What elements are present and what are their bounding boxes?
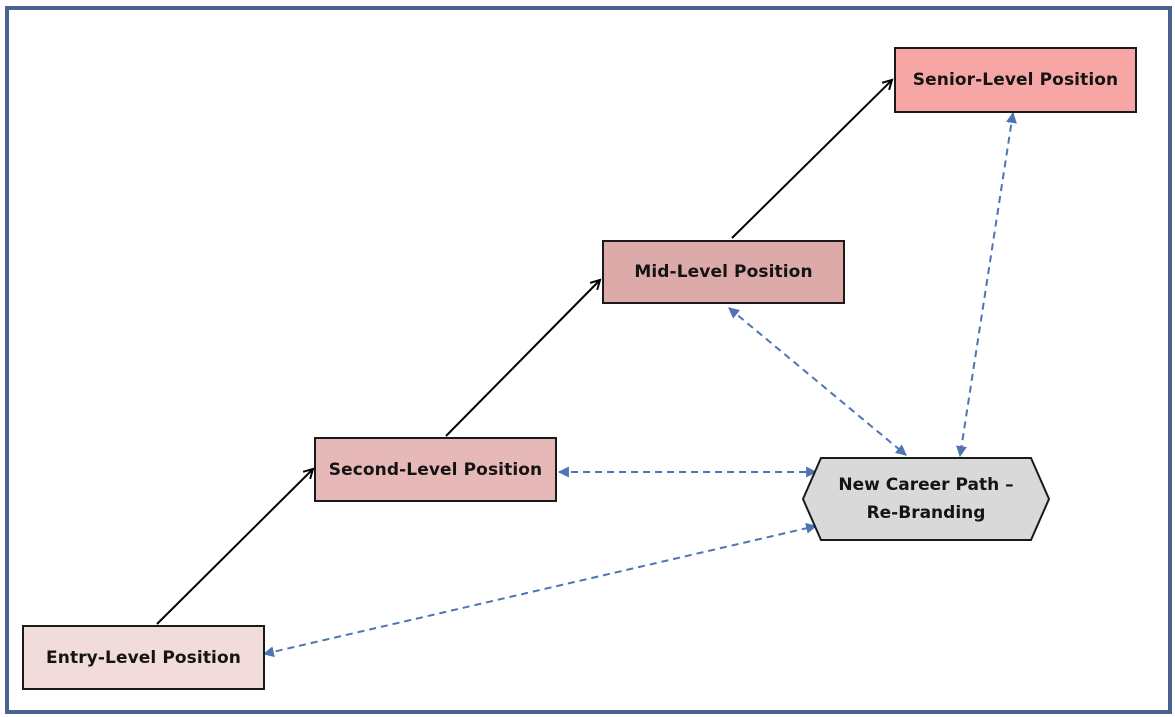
senior-level-label: Senior-Level Position — [912, 70, 1119, 90]
dashed-arrow-mid-new-path — [728, 307, 907, 456]
arrow-entry-to-second — [156, 469, 313, 625]
hexagon-shape — [802, 457, 1050, 541]
arrow-second-to-mid — [445, 280, 600, 437]
dashed-arrow-entry-new-path — [262, 522, 818, 658]
second-level-box: Second-Level Position — [314, 437, 557, 502]
entry-level-box: Entry-Level Position — [22, 625, 265, 690]
arrow-mid-to-senior — [731, 80, 892, 239]
new-career-path-line1: New Career Path – — [838, 475, 1014, 495]
second-level-label: Second-Level Position — [328, 459, 543, 480]
new-career-path-label: New Career Path – Re-Branding — [802, 457, 1050, 541]
senior-level-box: Senior-Level Position — [894, 47, 1137, 113]
new-career-path-line2: Re-Branding — [866, 503, 986, 523]
entry-level-label: Entry-Level Position — [46, 647, 241, 668]
new-career-path-hexagon: New Career Path – Re-Branding — [802, 457, 1050, 541]
dashed-arrow-senior-new-path — [956, 111, 1017, 458]
mid-level-box: Mid-Level Position — [602, 240, 845, 304]
mid-level-label: Mid-Level Position — [634, 262, 813, 282]
